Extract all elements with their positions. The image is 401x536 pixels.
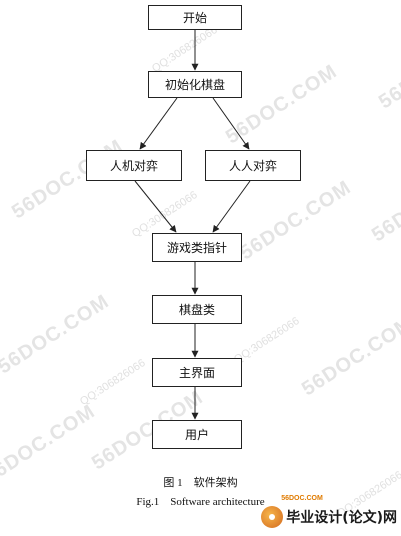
node-user: 用户 (152, 420, 242, 449)
node-main-ui: 主界面 (152, 358, 242, 387)
figure-title-zh: 软件架构 (193, 476, 238, 489)
edge-init-pve (139, 97, 178, 150)
node-game-pointer-label: 游戏类指针 (166, 241, 227, 255)
edge-pvp-pointer (212, 180, 251, 233)
logo-text: 毕业设计(论文)网 (286, 510, 397, 526)
logo-small-text: 56DOC.COM (281, 495, 323, 502)
figure-title-en: Fig.1 Software architecture (136, 496, 265, 508)
figure-caption-zh: 图 1 软件架构 (0, 474, 401, 490)
figure-number: 图 1 (163, 477, 183, 489)
node-board-class: 棋盘类 (152, 295, 242, 324)
site-logo: 56DOC.COM 毕业设计(论文)网 (261, 495, 397, 530)
figure-caption-en: Fig.1 Software architecture (0, 496, 401, 508)
node-game-pointer: 游戏类指针 (152, 233, 242, 262)
node-pve: 人机对弈 (86, 150, 182, 181)
logo-mark-icon (261, 506, 284, 528)
node-pvp: 人人对弈 (205, 150, 301, 181)
node-pve-label: 人机对弈 (109, 159, 158, 173)
node-start: 开始 (148, 5, 242, 30)
node-pvp-label: 人人对弈 (228, 159, 277, 173)
node-user-label: 用户 (184, 428, 209, 442)
node-start-label: 开始 (182, 11, 207, 25)
node-init-board: 初始化棋盘 (148, 71, 242, 98)
edge-pve-pointer (134, 180, 177, 233)
edge-init-pvp (212, 97, 250, 150)
node-board-class-label: 棋盘类 (178, 303, 215, 317)
node-main-ui-label: 主界面 (178, 366, 215, 380)
node-init-board-label: 初始化棋盘 (164, 78, 225, 92)
